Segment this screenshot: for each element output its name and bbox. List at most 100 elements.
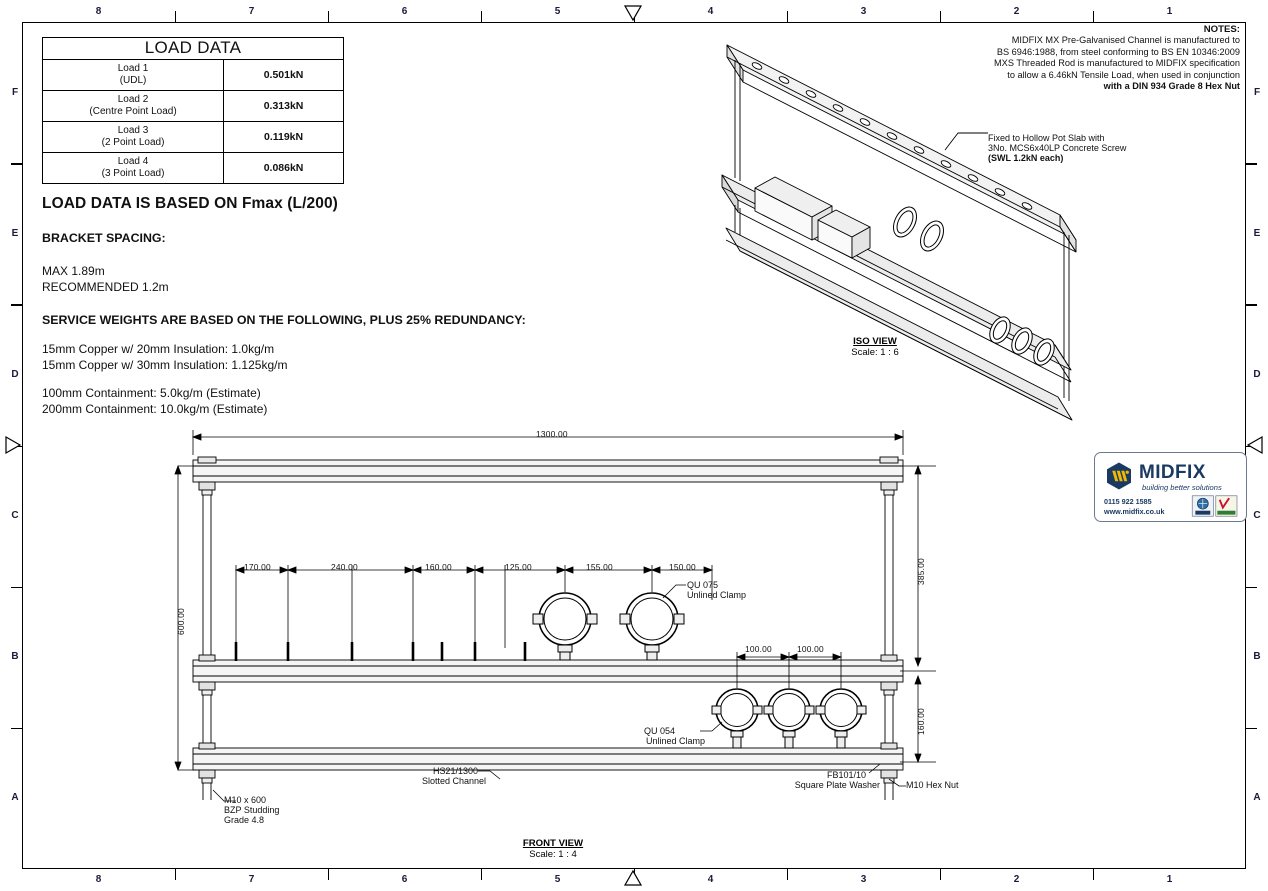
midfix-tagline: building better solutions [1142, 483, 1222, 492]
service-line-0: 15mm Copper w/ 20mm Insulation: 1.0kg/m [42, 342, 275, 356]
front-view-title-block: FRONT VIEW Scale: 1 : 4 [488, 838, 618, 860]
dim-chain-1: 240.00 [331, 562, 358, 572]
zone-letter-C: C [1253, 510, 1261, 522]
table-row: Load 1 (UDL) 0.501kN [41, 59, 344, 91]
zone-number-8: 8 [95, 874, 102, 885]
iso-callout-line3: (SWL 1.2kN each) [988, 153, 1064, 163]
callout-clamp-upper-code: QU 075 [687, 580, 719, 590]
table-row: Load 4 (3 Point Load) 0.086kN [41, 152, 344, 184]
zone-letter-C: C [11, 510, 19, 522]
dim-chain-5: 150.00 [669, 562, 696, 572]
zone-tick [1093, 11, 1095, 22]
zone-number-1: 1 [1166, 6, 1173, 17]
containment-line-0: 100mm Containment: 5.0kg/m (Estimate) [42, 386, 261, 400]
zone-letter-A: A [1253, 792, 1261, 804]
midfix-wordmark: MIDFIX [1139, 462, 1206, 483]
load-value-1: 0.313kN [223, 90, 344, 122]
zone-number-6: 6 [401, 6, 408, 17]
zone-letter-A: A [11, 792, 19, 804]
zone-number-3: 3 [860, 6, 867, 17]
bracket-recommended: RECOMMENDED 1.2m [42, 279, 169, 294]
spec-spacer [42, 373, 642, 386]
zone-number-7: 7 [248, 874, 255, 885]
service-line-1: 15mm Copper w/ 30mm Insulation: 1.125kg/… [42, 357, 288, 372]
zone-tick [481, 869, 483, 880]
notes-line-2: MXS Threaded Rod is manufactured to MIDF… [994, 58, 1240, 69]
zone-letter-E: E [11, 227, 19, 239]
zone-number-7: 7 [248, 6, 255, 17]
zone-tick [634, 869, 636, 880]
dim-chain-2: 160.00 [425, 562, 452, 572]
zone-number-8: 8 [95, 6, 102, 17]
zone-tick [1246, 727, 1257, 730]
zone-number-3: 3 [860, 874, 867, 885]
load-value-3: 0.086kN [223, 152, 344, 184]
zone-tick [940, 869, 942, 880]
callout-clamp-upper-desc: Unlined Clamp [687, 590, 747, 600]
callout-studding-line3: Grade 4.8 [224, 815, 265, 825]
certification-badges-icon [1191, 495, 1238, 517]
load-label-1: Load 2 [117, 94, 149, 105]
zone-tick [940, 11, 942, 22]
zone-tick [1246, 445, 1257, 447]
callout-nut: M10 Hex Nut [906, 780, 959, 790]
zone-tick [787, 11, 789, 22]
service-weights-heading: SERVICE WEIGHTS ARE BASED ON THE FOLLOWI… [42, 313, 526, 327]
iso-callout-line2: 3No. MCS6x40LP Concrete Screw [988, 143, 1127, 153]
zone-tick [1246, 304, 1257, 306]
load-sub-3: (3 Point Load) [101, 168, 165, 179]
zone-tick [481, 11, 483, 22]
zone-tick [787, 869, 789, 880]
load-name-1: Load 2 (Centre Point Load) [41, 90, 225, 122]
spec-heading: LOAD DATA IS BASED ON Fmax (L/200) [42, 195, 338, 212]
load-label-3: Load 4 [117, 156, 149, 167]
notes-last-line: with a DIN 934 Grade 8 Hex Nut [1103, 81, 1240, 92]
iso-view-scale: Scale: 1 : 6 [851, 347, 899, 358]
dim-chain-4: 155.00 [586, 562, 613, 572]
load-label-2: Load 3 [117, 125, 149, 136]
zone-letter-F: F [11, 86, 19, 98]
notes-block: NOTES: MIDFIX MX Pre-Galvanised Channel … [978, 24, 1240, 92]
load-sub-1: (Centre Point Load) [89, 106, 177, 117]
notes-line-1: BS 6946:1988, from steel conforming to B… [996, 46, 1240, 57]
dim-chain-0: 170.00 [244, 562, 271, 572]
load-sub-0: (UDL) [119, 75, 147, 86]
load-name-0: Load 1 (UDL) [41, 59, 225, 91]
iso-view-title-block: ISO VIEW Scale: 1 : 6 [795, 336, 955, 358]
load-label-0: Load 1 [117, 63, 149, 74]
callout-studding-line2: BZP Studding [224, 805, 280, 815]
zone-tick [328, 11, 330, 22]
load-value-2: 0.119kN [223, 121, 344, 153]
load-name-2: Load 3 (2 Point Load) [41, 121, 225, 153]
dim-chain-3: 125.00 [505, 562, 532, 572]
zone-tick [175, 11, 177, 22]
zone-letter-F: F [1253, 86, 1261, 98]
zone-number-5: 5 [554, 874, 561, 885]
zone-tick [1093, 869, 1095, 880]
dim-left-height: 600.00 [176, 608, 186, 635]
notes-line-4: with a DIN 934 Grade 8 Hex Nut [978, 81, 1240, 92]
zone-letter-E: E [1253, 227, 1261, 239]
table-row: Load 2 (Centre Point Load) 0.313kN [41, 90, 344, 122]
callout-washer-desc: Square Plate Washer [794, 780, 880, 790]
zone-number-2: 2 [1013, 874, 1020, 885]
specification-text: LOAD DATA IS BASED ON Fmax (L/200) BRACK… [42, 196, 642, 417]
zone-number-6: 6 [401, 874, 408, 885]
iso-view-title: ISO VIEW [853, 336, 897, 347]
zone-tick [11, 586, 22, 589]
callout-clamp-lower-desc: Unlined Clamp [645, 736, 705, 746]
zone-letter-D: D [1253, 368, 1261, 380]
zone-tick [328, 869, 330, 880]
zone-letter-B: B [1253, 651, 1261, 663]
front-view-scale: Scale: 1 : 4 [529, 849, 577, 860]
zone-tick [11, 445, 22, 447]
bracket-spacing-heading: BRACKET SPACING: [42, 231, 166, 245]
midfix-website[interactable]: www.midfix.co.uk [1104, 506, 1165, 516]
bracket-max: MAX 1.89m [42, 264, 105, 278]
zone-number-5: 5 [554, 6, 561, 17]
dim-lower-chain-0: 100.00 [745, 644, 772, 654]
drawing-frame [22, 22, 1246, 869]
midfix-phone: 0115 922 1585 [1104, 497, 1152, 506]
zone-number-4: 4 [707, 6, 714, 17]
load-sub-2: (2 Point Load) [101, 137, 165, 148]
